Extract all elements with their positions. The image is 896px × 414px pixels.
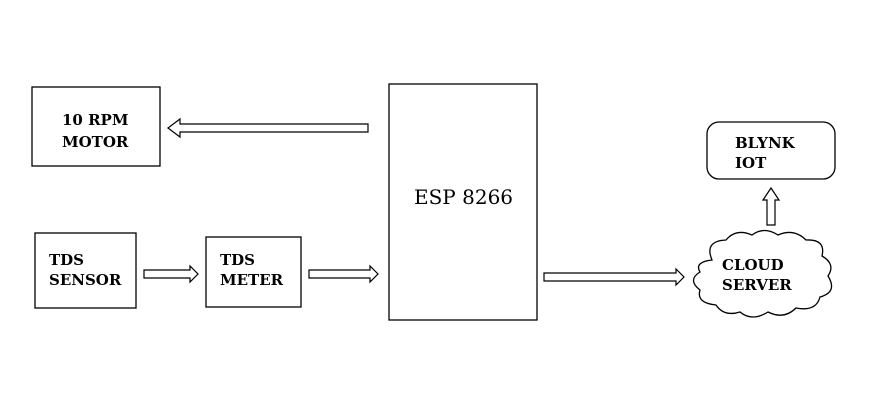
motor-box xyxy=(31,86,161,167)
tds-meter-block: TDS METER xyxy=(205,236,302,308)
tds-meter-label-line2: METER xyxy=(220,271,284,289)
arrow-meter-to-esp xyxy=(308,264,379,284)
blynk-iot-block: BLYNK IOT xyxy=(706,121,836,180)
arrow-esp-to-cloud xyxy=(543,267,685,287)
tds-meter-box xyxy=(205,236,302,308)
arrow-esp-to-motor xyxy=(167,117,369,139)
tds-sensor-block: TDS SENSOR xyxy=(34,232,137,309)
tds-sensor-label-line1: TDS xyxy=(49,251,84,269)
motor-block: 10 RPM MOTOR xyxy=(31,86,161,167)
blynk-iot-box xyxy=(706,121,836,180)
tds-meter-label-line1: TDS xyxy=(220,251,255,269)
motor-label-line1: 10 RPM xyxy=(62,111,128,129)
tds-sensor-box xyxy=(34,232,137,309)
cloud-server-label-line1: CLOUD xyxy=(722,256,784,274)
esp8266-box xyxy=(388,83,538,321)
esp8266-block: ESP 8266 xyxy=(388,83,538,321)
esp8266-label: ESP 8266 xyxy=(414,185,513,209)
cloud-server-label-line2: SERVER xyxy=(722,276,792,294)
arrow-sensor-to-meter xyxy=(143,264,199,284)
motor-label-line2: MOTOR xyxy=(62,133,129,151)
blynk-iot-label-line1: BLYNK xyxy=(735,134,796,152)
blynk-iot-label-line2: IOT xyxy=(735,154,767,172)
tds-sensor-label-line2: SENSOR xyxy=(49,271,122,289)
cloud-server-block: CLOUD SERVER xyxy=(692,229,833,318)
arrow-cloud-to-blynk xyxy=(761,186,781,226)
cloud-shape xyxy=(692,229,833,318)
